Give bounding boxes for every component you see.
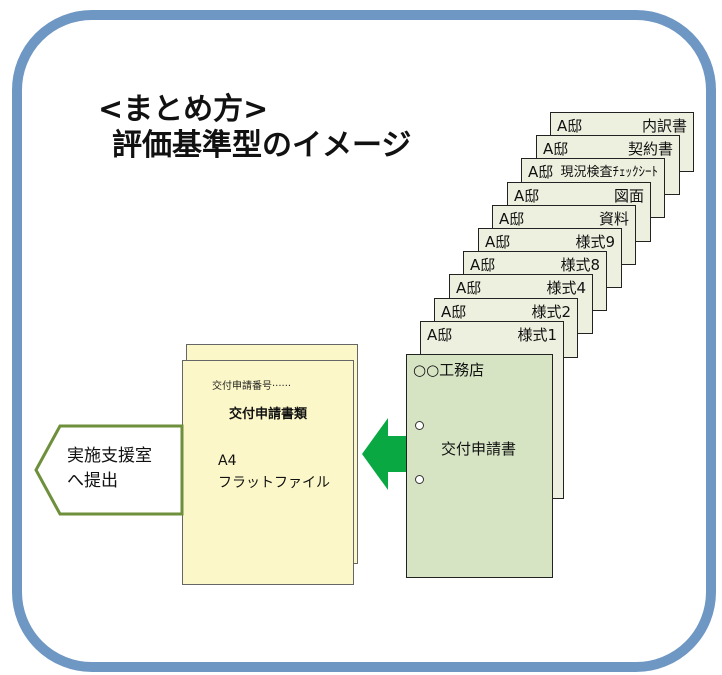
pentagon-shape-icon (34, 424, 184, 516)
document-type: 様式9 (575, 233, 615, 251)
document-type: 様式2 (531, 303, 571, 321)
title-line-2: 評価基準型のイメージ (112, 128, 412, 163)
document-owner: A邸 (427, 326, 453, 344)
document-owner: A邸 (528, 163, 554, 181)
document-owner: A邸 (543, 140, 569, 158)
document-owner: A邸 (441, 303, 467, 321)
document-type: 図面 (613, 187, 644, 205)
file-size: A4 (218, 453, 237, 469)
document-type: 内訳書 (641, 117, 687, 135)
document-owner: A邸 (514, 187, 540, 205)
document-type: 資料 (598, 210, 629, 228)
document-owner: A邸 (557, 117, 583, 135)
document-owner: A邸 (485, 233, 511, 251)
application-form-sheet: ○○工務店 交付申請書 (406, 354, 553, 578)
flat-file-folder: 交付申請番号······ 交付申請書類 A4 フラットファイル (182, 360, 354, 585)
file-type: フラットファイル (218, 475, 330, 491)
document-type: 様式4 (546, 279, 586, 297)
document-owner: A邸 (456, 279, 482, 297)
punch-hole-icon (415, 421, 424, 430)
company-name: ○○工務店 (413, 361, 485, 379)
left-arrow-icon (362, 418, 412, 490)
document-owner: A邸 (499, 210, 525, 228)
document-owner: A邸 (470, 256, 496, 274)
punch-hole-icon (415, 475, 424, 484)
application-form-title: 交付申請書 (441, 440, 517, 458)
document-type: 様式1 (517, 326, 557, 344)
application-number: 交付申請番号······ (212, 381, 292, 392)
submit-pentagon: 実施支援室 へ提出 (34, 424, 184, 516)
title-line-1: <まとめ方> (98, 92, 269, 127)
document-type: 現況検査ﾁｪｯｸｼｰﾄ (560, 165, 658, 180)
submit-label-line-2: へ提出 (67, 471, 118, 491)
document-type: 契約書 (627, 140, 673, 158)
document-type: 様式8 (560, 256, 600, 274)
submit-label-line-1: 実施支援室 (67, 446, 152, 466)
file-kind: 交付申請書類 (228, 407, 307, 422)
